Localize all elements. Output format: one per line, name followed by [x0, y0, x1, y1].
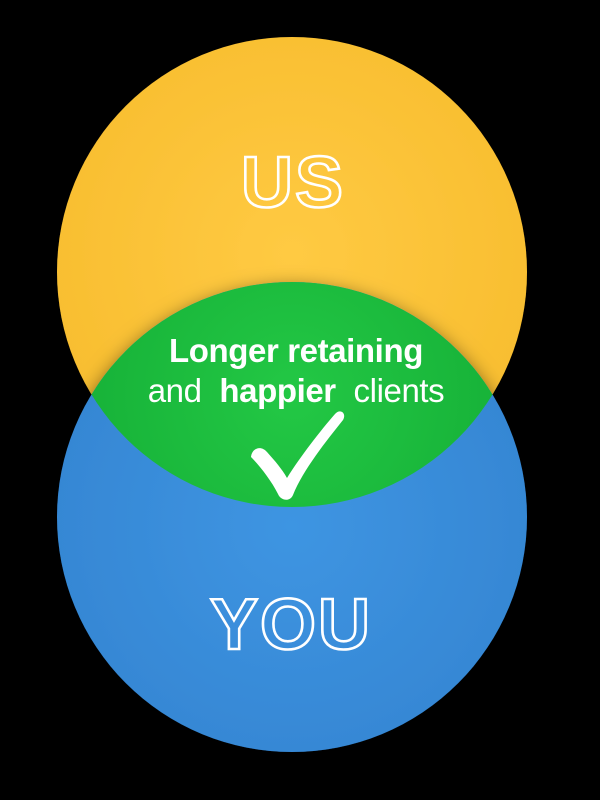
checkmark-icon — [251, 411, 345, 500]
intersection-line2: and happier clients — [148, 372, 445, 409]
intersection-line2-word-and: and — [148, 372, 202, 409]
intersection-line2-word-happier: happier — [219, 372, 336, 409]
you-label: YOU — [210, 585, 372, 665]
intersection-region — [57, 282, 527, 507]
intersection-line2-word-clients: clients — [354, 372, 445, 409]
intersection-line1: Longer retaining — [169, 332, 423, 369]
us-label: US — [241, 143, 345, 223]
